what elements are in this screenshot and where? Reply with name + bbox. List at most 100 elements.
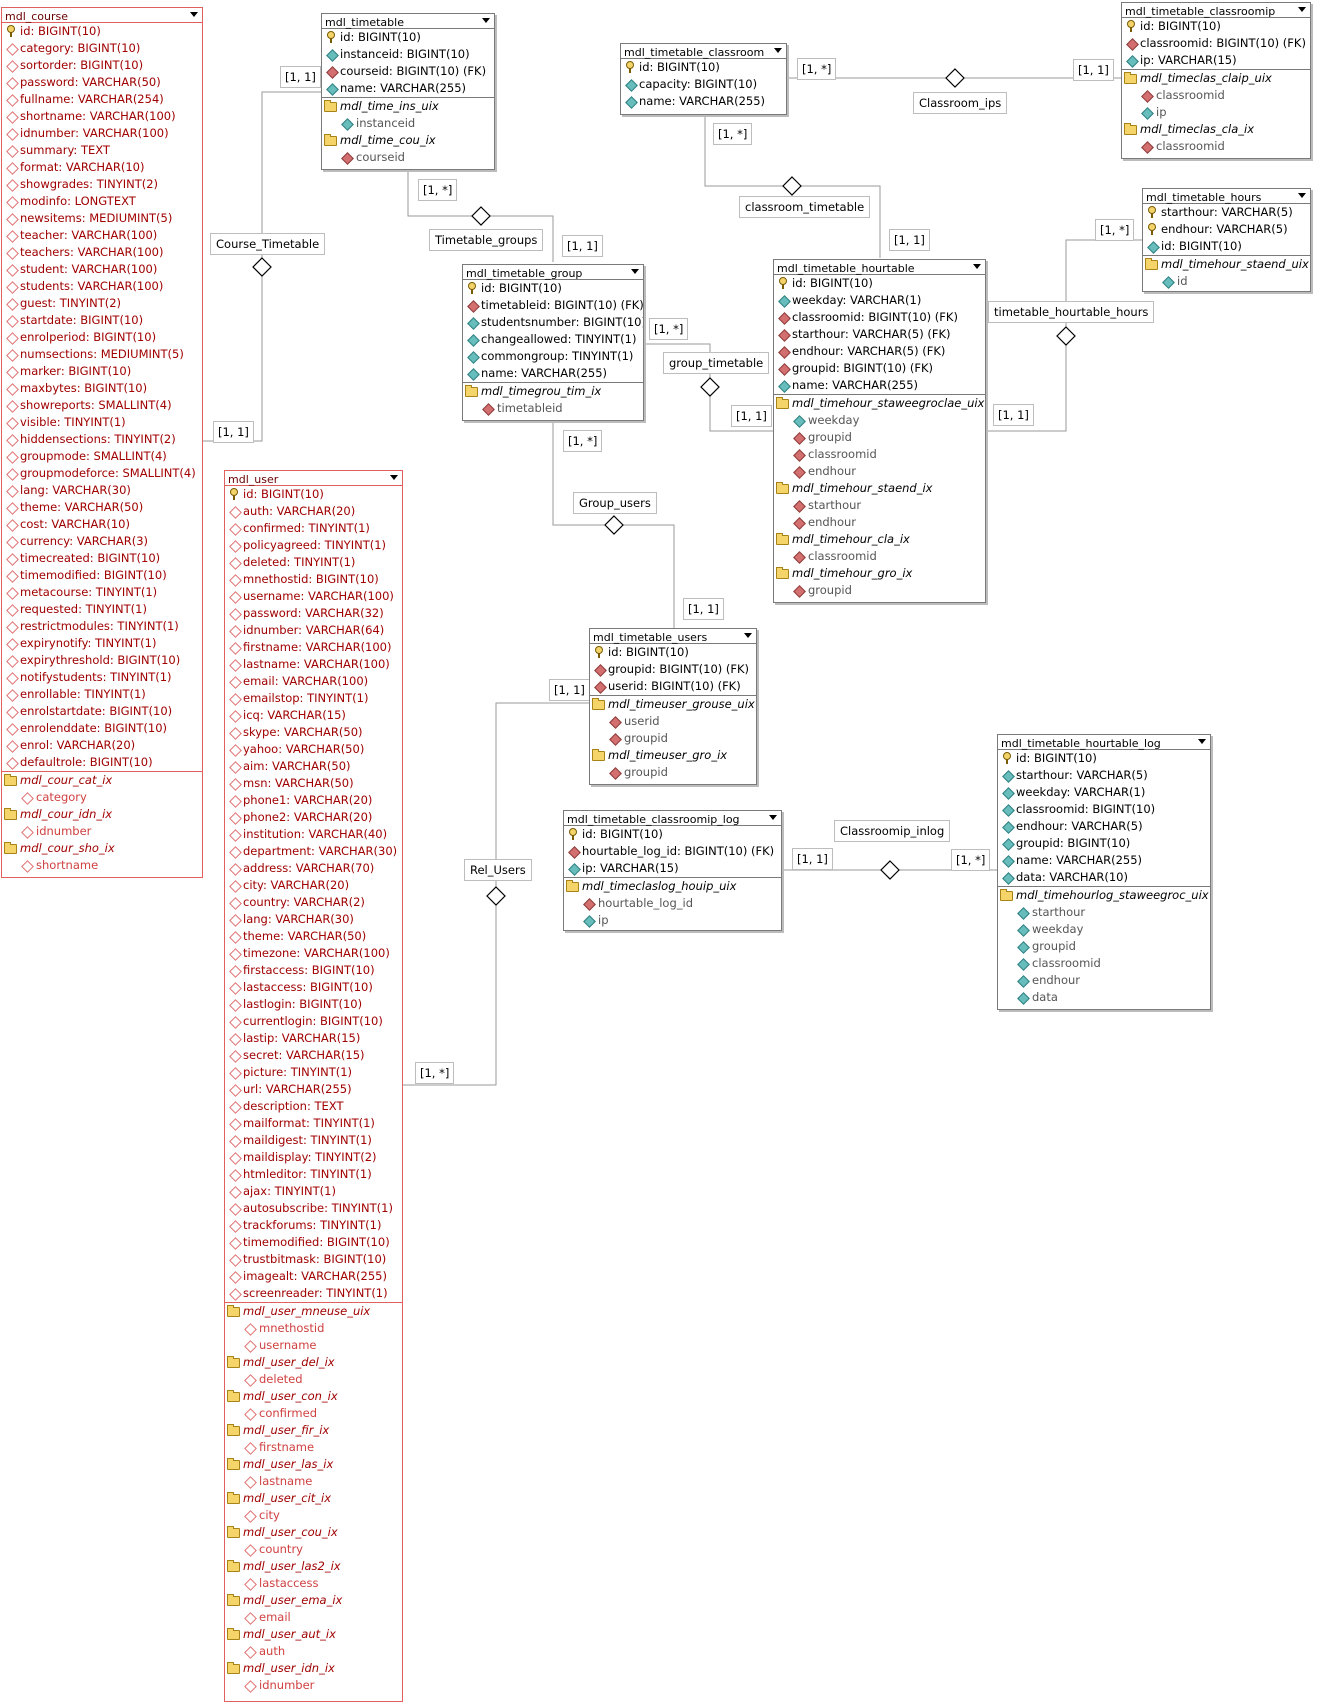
column-row[interactable]: summary: TEXT	[2, 142, 202, 159]
index-column[interactable]: data	[998, 989, 1210, 1006]
column-row[interactable]: password: VARCHAR(50)	[2, 74, 202, 91]
column-row[interactable]: idnumber: VARCHAR(100)	[2, 125, 202, 142]
column-row[interactable]: secret: VARCHAR(15)	[225, 1047, 402, 1064]
column-row[interactable]: policyagreed: TINYINT(1)	[225, 537, 402, 554]
index-column[interactable]: idnumber	[2, 823, 202, 840]
column-row[interactable]: email: VARCHAR(100)	[225, 673, 402, 690]
column-row[interactable]: timemodified: BIGINT(10)	[225, 1234, 402, 1251]
column-row[interactable]: country: VARCHAR(2)	[225, 894, 402, 911]
table-header[interactable]: mdl_user	[225, 471, 402, 486]
column-row[interactable]: timecreated: BIGINT(10)	[2, 550, 202, 567]
column-row[interactable]: teacher: VARCHAR(100)	[2, 227, 202, 244]
column-row[interactable]: skype: VARCHAR(50)	[225, 724, 402, 741]
column-row[interactable]: picture: TINYINT(1)	[225, 1064, 402, 1081]
column-row[interactable]: currentlogin: BIGINT(10)	[225, 1013, 402, 1030]
column-row[interactable]: auth: VARCHAR(20)	[225, 503, 402, 520]
index-row[interactable]: mdl_user_ema_ix	[225, 1592, 402, 1609]
column-row[interactable]: classroomid: BIGINT(10) (FK)	[774, 309, 985, 326]
index-row[interactable]: mdl_timehour_staend_ix	[774, 480, 985, 497]
index-row[interactable]: mdl_timehour_gro_ix	[774, 565, 985, 582]
index-column[interactable]: classroomid	[1122, 138, 1310, 155]
index-column[interactable]: hourtable_log_id	[564, 895, 781, 912]
column-row[interactable]: ajax: TINYINT(1)	[225, 1183, 402, 1200]
column-row[interactable]: expirynotify: TINYINT(1)	[2, 635, 202, 652]
column-row[interactable]: restrictmodules: TINYINT(1)	[2, 618, 202, 635]
table-header[interactable]: mdl_course	[2, 8, 202, 23]
column-row[interactable]: timetableid: BIGINT(10) (FK)	[463, 297, 643, 314]
column-row[interactable]: aim: VARCHAR(50)	[225, 758, 402, 775]
index-row[interactable]: mdl_user_las2_ix	[225, 1558, 402, 1575]
column-row[interactable]: sortorder: BIGINT(10)	[2, 57, 202, 74]
index-row[interactable]: mdl_time_ins_uix	[322, 97, 494, 115]
index-column[interactable]: shortname	[2, 857, 202, 874]
primary-key-column[interactable]: id: BIGINT(10)	[2, 23, 202, 40]
relation-label-timetable-groups[interactable]: Timetable_groups	[429, 229, 544, 251]
index-column[interactable]: ip	[1122, 104, 1310, 121]
column-row[interactable]: marker: BIGINT(10)	[2, 363, 202, 380]
index-column[interactable]: classroomid	[1122, 87, 1310, 104]
column-row[interactable]: address: VARCHAR(70)	[225, 860, 402, 877]
column-row[interactable]: guest: TINYINT(2)	[2, 295, 202, 312]
index-column[interactable]: starthour	[998, 904, 1210, 921]
column-row[interactable]: screenreader: TINYINT(1)	[225, 1285, 402, 1302]
column-row[interactable]: endhour: VARCHAR(5) (FK)	[774, 343, 985, 360]
primary-key-column[interactable]: id: BIGINT(10)	[774, 275, 985, 292]
index-row[interactable]: mdl_cour_cat_ix	[2, 771, 202, 789]
table-header[interactable]: mdl_timetable_users	[590, 629, 756, 644]
dropdown-arrow-icon[interactable]	[631, 269, 639, 274]
table-header[interactable]: mdl_timetable_classroomip	[1122, 3, 1310, 18]
column-row[interactable]: studentsnumber: BIGINT(10)	[463, 314, 643, 331]
table-header[interactable]: mdl_timetable	[322, 14, 494, 29]
column-row[interactable]: firstaccess: BIGINT(10)	[225, 962, 402, 979]
column-row[interactable]: name: VARCHAR(255)	[621, 93, 786, 110]
column-row[interactable]: courseid: BIGINT(10) (FK)	[322, 63, 494, 80]
index-column[interactable]: endhour	[998, 972, 1210, 989]
index-row[interactable]: mdl_user_mneuse_uix	[225, 1302, 402, 1320]
column-row[interactable]: maxbytes: BIGINT(10)	[2, 380, 202, 397]
column-row[interactable]: timezone: VARCHAR(100)	[225, 945, 402, 962]
dropdown-arrow-icon[interactable]	[1298, 7, 1306, 12]
column-row[interactable]: expirythreshold: BIGINT(10)	[2, 652, 202, 669]
column-row[interactable]: enrolstartdate: BIGINT(10)	[2, 703, 202, 720]
dropdown-arrow-icon[interactable]	[190, 12, 198, 17]
column-row[interactable]: endhour: VARCHAR(5)	[998, 818, 1210, 835]
relation-label-classroom-ips[interactable]: Classroom_ips	[913, 92, 1008, 114]
primary-key-column[interactable]: id: BIGINT(10)	[1122, 18, 1310, 35]
index-column[interactable]: groupid	[774, 429, 985, 446]
column-row[interactable]: weekday: VARCHAR(1)	[998, 784, 1210, 801]
index-column[interactable]: groupid	[774, 582, 985, 599]
column-row[interactable]: requested: TINYINT(1)	[2, 601, 202, 618]
column-row[interactable]: msn: VARCHAR(50)	[225, 775, 402, 792]
primary-key-column[interactable]: id: BIGINT(10)	[621, 59, 786, 76]
dropdown-arrow-icon[interactable]	[482, 18, 490, 23]
index-column[interactable]: endhour	[774, 514, 985, 531]
column-row[interactable]: notifystudents: TINYINT(1)	[2, 669, 202, 686]
table-header[interactable]: mdl_timetable_group	[463, 265, 643, 280]
column-row[interactable]: mnethostid: BIGINT(10)	[225, 571, 402, 588]
column-row[interactable]: lang: VARCHAR(30)	[225, 911, 402, 928]
index-row[interactable]: mdl_user_aut_ix	[225, 1626, 402, 1643]
column-row[interactable]: icq: VARCHAR(15)	[225, 707, 402, 724]
column-row[interactable]: name: VARCHAR(255)	[322, 80, 494, 97]
column-row[interactable]: imagealt: VARCHAR(255)	[225, 1268, 402, 1285]
index-column[interactable]: lastaccess	[225, 1575, 402, 1592]
dropdown-arrow-icon[interactable]	[1298, 193, 1306, 198]
column-row[interactable]: category: BIGINT(10)	[2, 40, 202, 57]
index-row[interactable]: mdl_user_fir_ix	[225, 1422, 402, 1439]
column-row[interactable]: lastaccess: BIGINT(10)	[225, 979, 402, 996]
column-row[interactable]: enrolperiod: BIGINT(10)	[2, 329, 202, 346]
table-header[interactable]: mdl_timetable_hours	[1143, 189, 1310, 204]
column-row[interactable]: starthour: VARCHAR(5)	[998, 767, 1210, 784]
dropdown-arrow-icon[interactable]	[744, 633, 752, 638]
index-column[interactable]: classroomid	[774, 446, 985, 463]
column-row[interactable]: students: VARCHAR(100)	[2, 278, 202, 295]
column-row[interactable]: defaultrole: BIGINT(10)	[2, 754, 202, 771]
column-row[interactable]: hourtable_log_id: BIGINT(10) (FK)	[564, 843, 781, 860]
column-row[interactable]: startdate: BIGINT(10)	[2, 312, 202, 329]
column-row[interactable]: groupid: BIGINT(10)	[998, 835, 1210, 852]
